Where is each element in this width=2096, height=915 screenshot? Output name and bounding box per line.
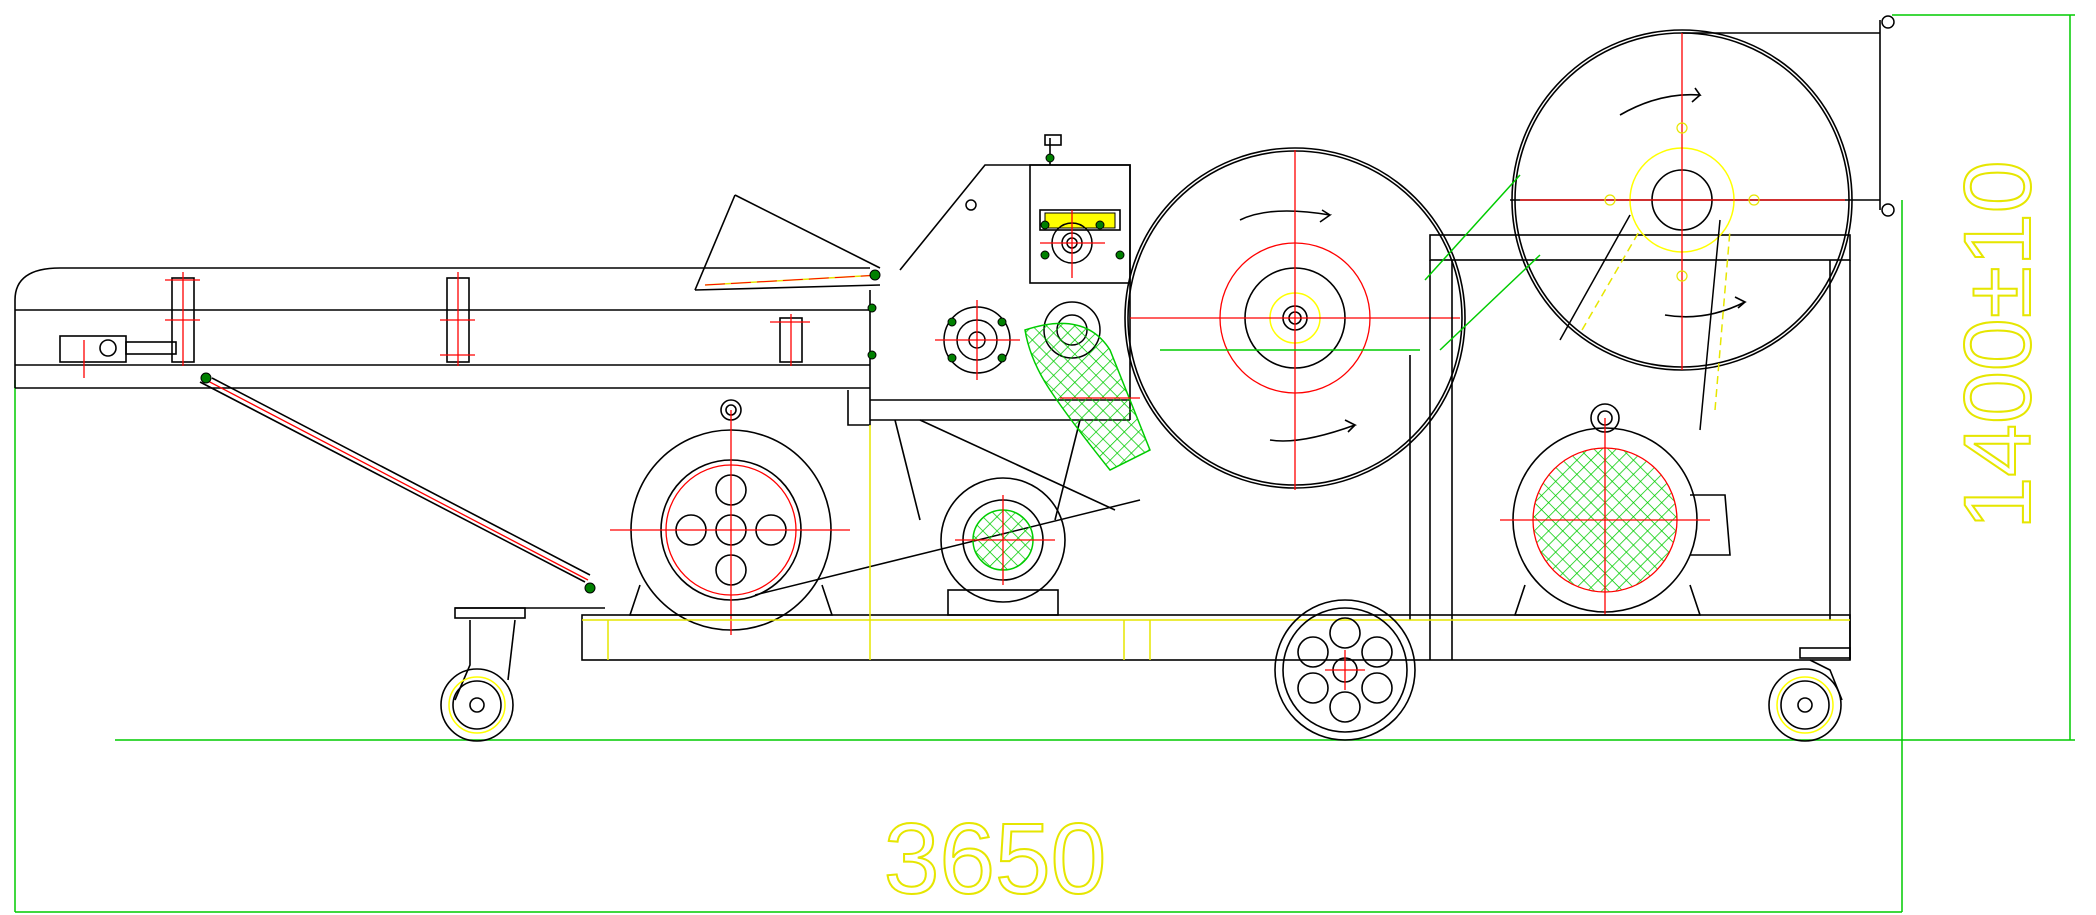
top-bearing-centerlines bbox=[1040, 210, 1105, 278]
base-frame bbox=[454, 607, 1851, 661]
housing-bolt-hole bbox=[965, 199, 977, 211]
crusher-housing bbox=[847, 134, 1131, 521]
caster-left bbox=[440, 619, 516, 742]
center-wheel-centerlines bbox=[1325, 650, 1365, 690]
support-arm-centerline bbox=[205, 379, 589, 581]
blower-drive-belt bbox=[1559, 214, 1721, 431]
conveyor-centerlines bbox=[83, 272, 810, 378]
gearbox-motor-centerlines bbox=[955, 495, 1055, 585]
height-dimension-label: 1400±10 bbox=[1945, 160, 2051, 529]
fastener-markers bbox=[200, 153, 1125, 594]
right-motor-centerlines bbox=[1500, 418, 1710, 615]
flywheel-centerlines bbox=[1130, 150, 1460, 490]
feed-hopper bbox=[694, 194, 881, 291]
caster-right-hub bbox=[1776, 676, 1834, 734]
flange-bolts bbox=[1881, 15, 1895, 217]
drive-belt bbox=[754, 499, 1141, 596]
length-dimension-label: 3650 bbox=[884, 803, 1106, 915]
blower-bolt-markers bbox=[1604, 122, 1760, 282]
conveyor-support-arm bbox=[199, 377, 591, 583]
dimension-lines bbox=[14, 14, 2075, 913]
feed-conveyor bbox=[14, 267, 870, 389]
main-motor-centerlines bbox=[610, 410, 850, 635]
caster-right bbox=[1768, 659, 1843, 742]
blower-centerlines bbox=[1520, 33, 1845, 370]
cutting-chamber-hatch bbox=[1024, 322, 1151, 471]
crusher-label-plate bbox=[1044, 212, 1116, 229]
rotor-centerlines bbox=[935, 300, 1020, 380]
caster-left-hub bbox=[448, 676, 506, 734]
hopper-centerline bbox=[704, 274, 881, 286]
right-frame bbox=[1409, 234, 1851, 660]
blower-hidden-lines bbox=[1581, 229, 1731, 411]
base-hidden-lines bbox=[582, 425, 1850, 660]
blower-wheel bbox=[1510, 20, 1881, 371]
green-guide-lines bbox=[1160, 174, 1541, 351]
